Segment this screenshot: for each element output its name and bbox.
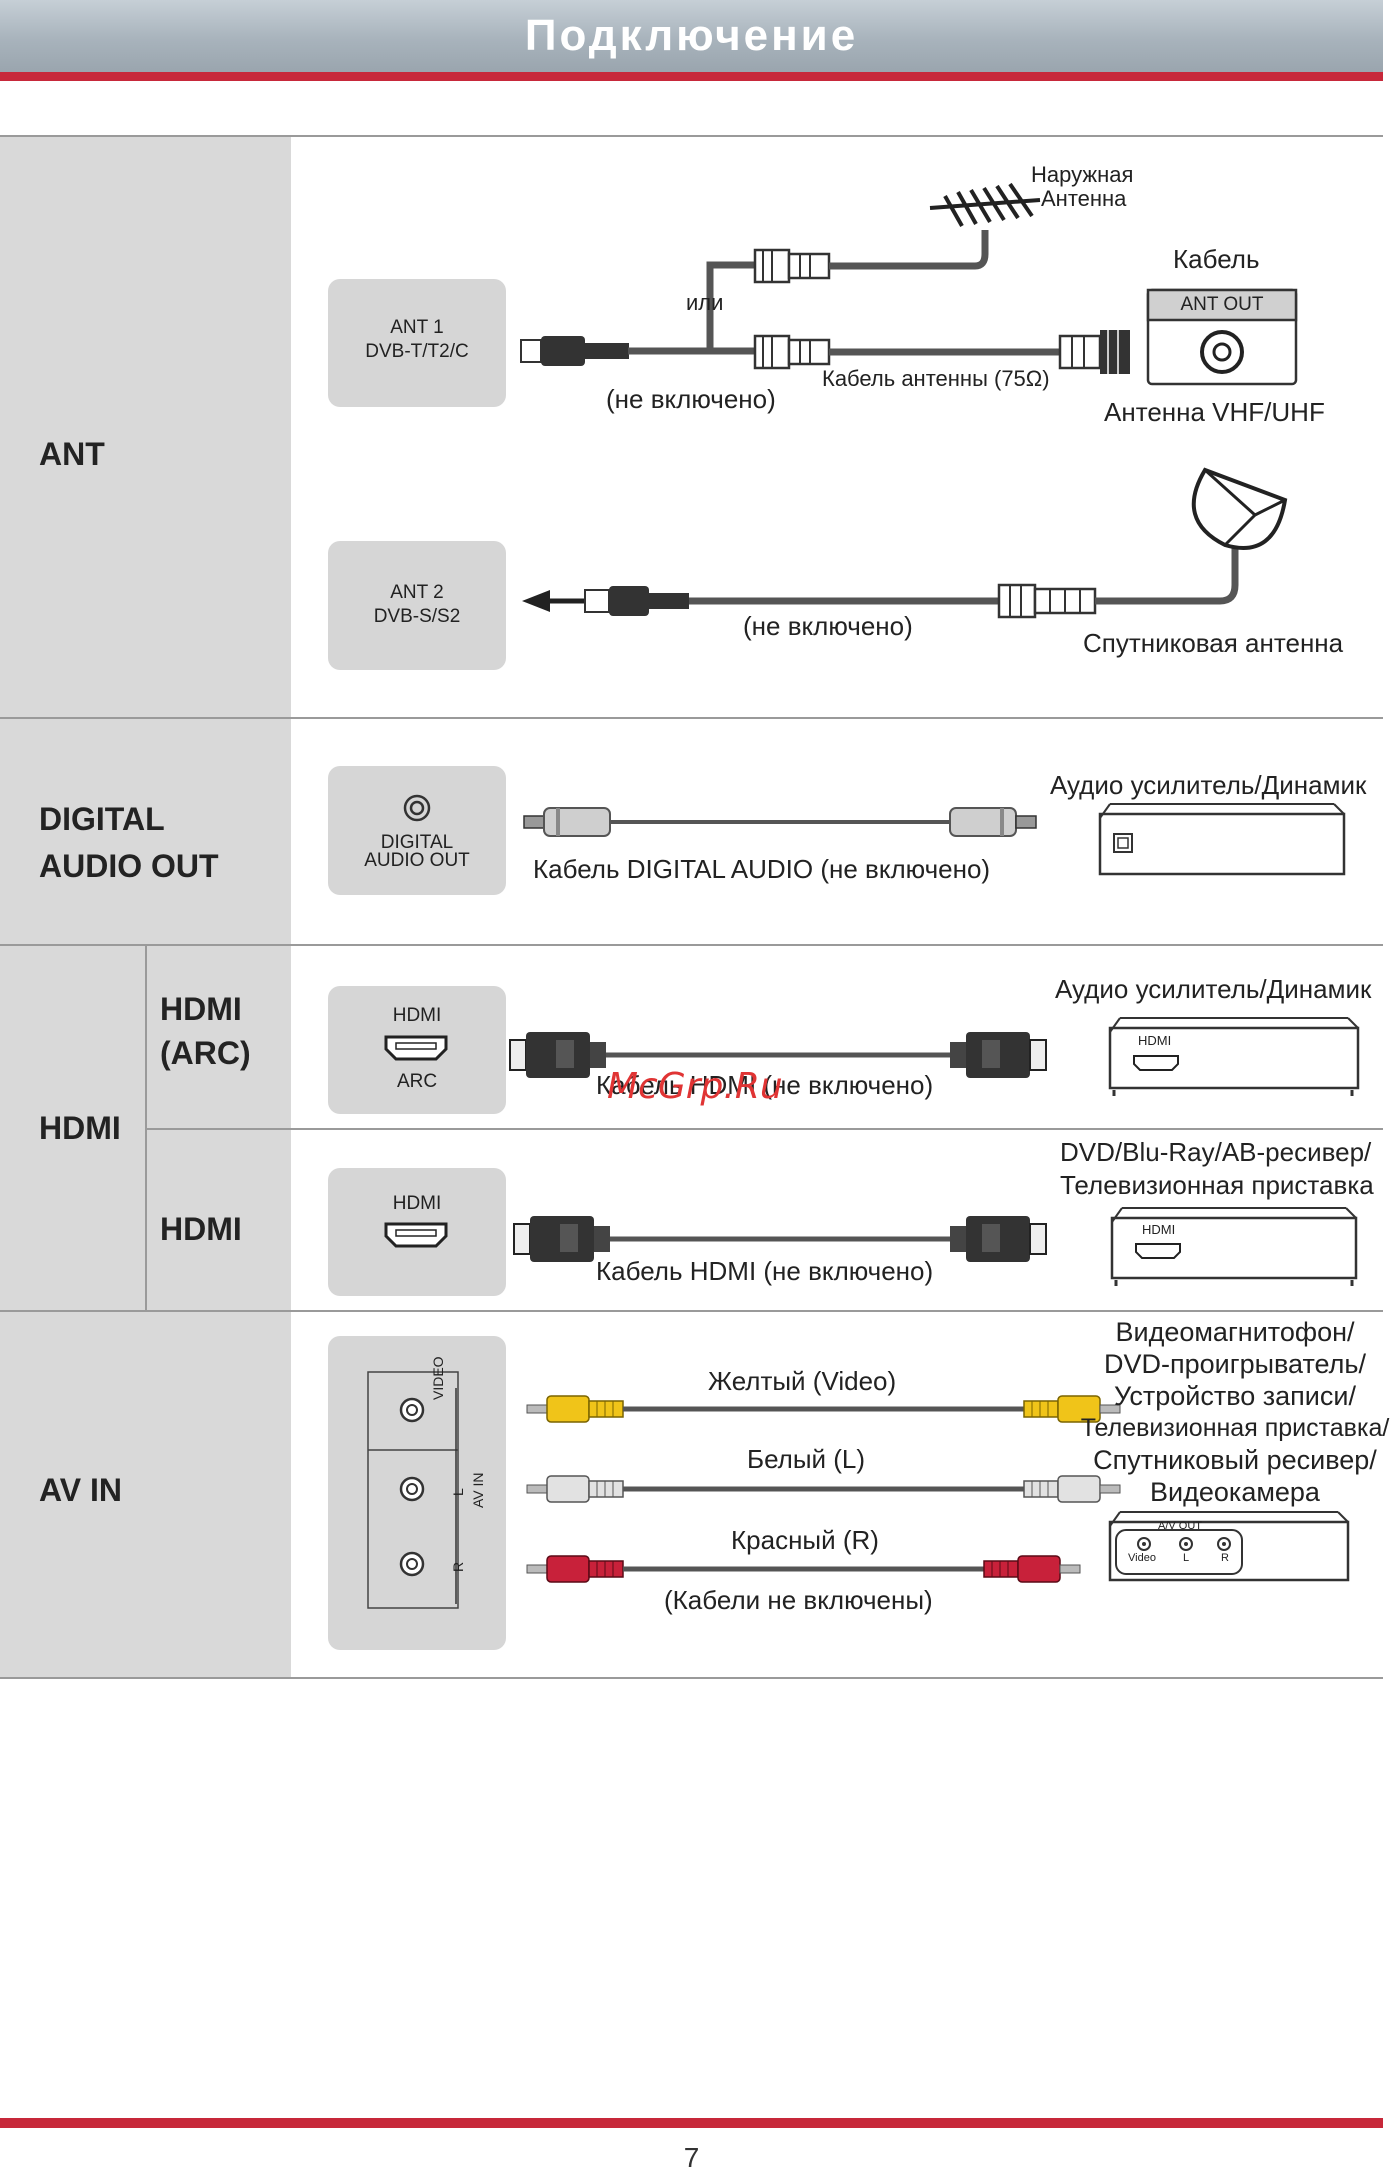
rca-yellow-label: Желтый (Video) xyxy=(708,1366,897,1396)
av-device-label-1: Видеомагнитофон/ xyxy=(1115,1317,1355,1347)
av-device xyxy=(1108,1511,1350,1582)
cables-not-included-label: (Кабели не включены) xyxy=(664,1585,933,1615)
audio-amp-label-2: Аудио усилитель/Динамик xyxy=(1055,974,1372,1004)
hdmi-plug-right-arc xyxy=(950,1032,1047,1078)
audio-amp-device-2 xyxy=(1108,1017,1360,1096)
table-top-rule xyxy=(0,135,1383,137)
hdmi-sub-divider xyxy=(145,946,147,1310)
rca-white-label: Белый (L) xyxy=(747,1444,866,1474)
ant-coupler-lower xyxy=(753,334,831,370)
optical-plug-right xyxy=(949,807,1037,837)
optical-plug-left xyxy=(523,807,611,837)
satellite-label: Спутниковая антенна xyxy=(1083,628,1344,658)
vhf-uhf-label: Антенна VHF/UHF xyxy=(1104,397,1325,427)
ant-label-cell xyxy=(0,137,291,717)
rca-red-label: Красный (R) xyxy=(731,1525,879,1555)
port-ant2: ANT 2 DVB-S/S2 xyxy=(328,541,506,670)
dvd-device xyxy=(1110,1207,1358,1286)
rca-yellow xyxy=(526,1395,1121,1423)
port-ant1: ANT 1 DVB-T/T2/C xyxy=(328,279,506,407)
satellite-plug xyxy=(997,583,1097,619)
panel-r-label: R xyxy=(450,1561,466,1572)
watermark: McGrp.Ru xyxy=(607,1066,783,1107)
hdmi-cable-label: Кабель HDMI (не включено) xyxy=(596,1256,934,1286)
port-hdmi-arc-bottom: ARC xyxy=(396,1071,438,1092)
av-device-label-5: Спутниковый ресивер/ xyxy=(1093,1445,1377,1475)
outdoor-antenna-label-1: Наружная xyxy=(1031,162,1134,187)
outdoor-antenna-cable xyxy=(829,230,989,270)
section-label-hdmi-arc-1: HDMI xyxy=(160,991,242,1027)
port-hdmi-arc: HDMI ARC xyxy=(328,986,506,1114)
port-ant2-line2: DVB-S/S2 xyxy=(373,606,461,627)
av-device-avout-label: A/V OUT xyxy=(1158,1520,1203,1532)
header-rule xyxy=(0,72,1383,81)
port-digital-line2: AUDIO OUT xyxy=(364,850,470,871)
wall-plug xyxy=(1058,330,1130,374)
page-title: Подключение xyxy=(0,0,1383,72)
ant1-plug xyxy=(520,336,629,366)
port-ant2-line1: ANT 2 xyxy=(390,582,444,603)
hdmi-plug-left-arc xyxy=(509,1032,606,1078)
outdoor-antenna-label-2: Антенна xyxy=(1041,186,1127,211)
ant-cable-label: Кабель антенны (75Ω) xyxy=(822,366,1050,391)
port-hdmi-top: HDMI xyxy=(392,1193,442,1214)
av-device-label-2: DVD-проигрыватель/ xyxy=(1104,1349,1366,1379)
av-device-label-3: Устройство записи/ xyxy=(1114,1381,1356,1411)
satellite-dish-icon xyxy=(1191,467,1288,550)
panel-av-in-label: AV IN xyxy=(470,1472,486,1508)
outdoor-antenna-icon xyxy=(929,182,1041,227)
ant1-not-included: (не включено) xyxy=(606,384,776,414)
rca-white xyxy=(526,1475,1121,1503)
av-device-r-label: R xyxy=(1221,1552,1229,1564)
table-bottom-rule xyxy=(0,1677,1383,1679)
digital-audio-label-cell xyxy=(0,719,291,944)
rca-red xyxy=(526,1555,1081,1583)
port-hdmi-arc-top: HDMI xyxy=(392,1005,442,1026)
section-label-av-in: AV IN xyxy=(39,1472,122,1508)
hdmi-plug-right xyxy=(950,1216,1047,1262)
ant2-not-included: (не включено) xyxy=(743,611,913,641)
page-number: 7 xyxy=(683,2142,700,2173)
av-device-label-4: Телевизионная приставка/ xyxy=(1080,1414,1390,1442)
port-hdmi: HDMI xyxy=(328,1168,506,1296)
section-label-digital: DIGITAL xyxy=(39,801,165,837)
footer-rule xyxy=(0,2118,1383,2128)
row-divider-ant xyxy=(0,717,1383,719)
hdmi-arc-cable-label: Кабель HDMI (не включено) xyxy=(596,1070,934,1100)
dvd-label-1: DVD/Blu-Ray/AB-ресивер/ xyxy=(1060,1137,1372,1167)
ant-coupler-upper xyxy=(753,248,831,284)
digital-cable-label: Кабель DIGITAL AUDIO (не включено) xyxy=(533,854,991,884)
section-label-hdmi: HDMI xyxy=(39,1110,121,1146)
section-label-hdmi-plain: HDMI xyxy=(160,1211,242,1247)
section-label-audio-out: AUDIO OUT xyxy=(39,848,219,884)
port-ant1-line2: DVB-T/T2/C xyxy=(365,341,469,362)
row-divider-audio xyxy=(0,944,1383,946)
ant-out-label: ANT OUT xyxy=(1180,294,1264,315)
audio-amp-device-1 xyxy=(1098,803,1346,876)
ant2-plug xyxy=(522,586,689,616)
port-digital-audio: DIGITAL AUDIO OUT xyxy=(328,766,506,895)
or-label: или xyxy=(686,290,724,315)
panel-video-label: VIDEO xyxy=(430,1356,446,1400)
av-device-video-label: Video xyxy=(1128,1552,1156,1564)
cable-source-label: Кабель xyxy=(1173,244,1260,274)
row-divider-hdmi-sub xyxy=(145,1128,1383,1130)
audio-amp-label-1: Аудио усилитель/Динамик xyxy=(1050,770,1367,800)
audio-amp-hdmi-label: HDMI xyxy=(1138,1033,1172,1048)
dvd-hdmi-label: HDMI xyxy=(1142,1222,1176,1237)
row-divider-hdmi xyxy=(0,1310,1383,1312)
av-device-l-label: L xyxy=(1183,1552,1190,1564)
section-label-ant: ANT xyxy=(39,436,105,472)
port-ant1-line1: ANT 1 xyxy=(390,317,444,338)
port-digital-line1: DIGITAL xyxy=(380,832,454,853)
satellite-dish-cable xyxy=(1095,545,1239,605)
av-device-label-6: Видеокамера xyxy=(1150,1477,1320,1507)
panel-l-label: L xyxy=(450,1488,466,1496)
av-in-label-cell xyxy=(0,1312,291,1677)
section-label-hdmi-arc-2: (ARC) xyxy=(160,1035,251,1071)
dvd-label-2: Телевизионная приставка xyxy=(1060,1170,1374,1200)
